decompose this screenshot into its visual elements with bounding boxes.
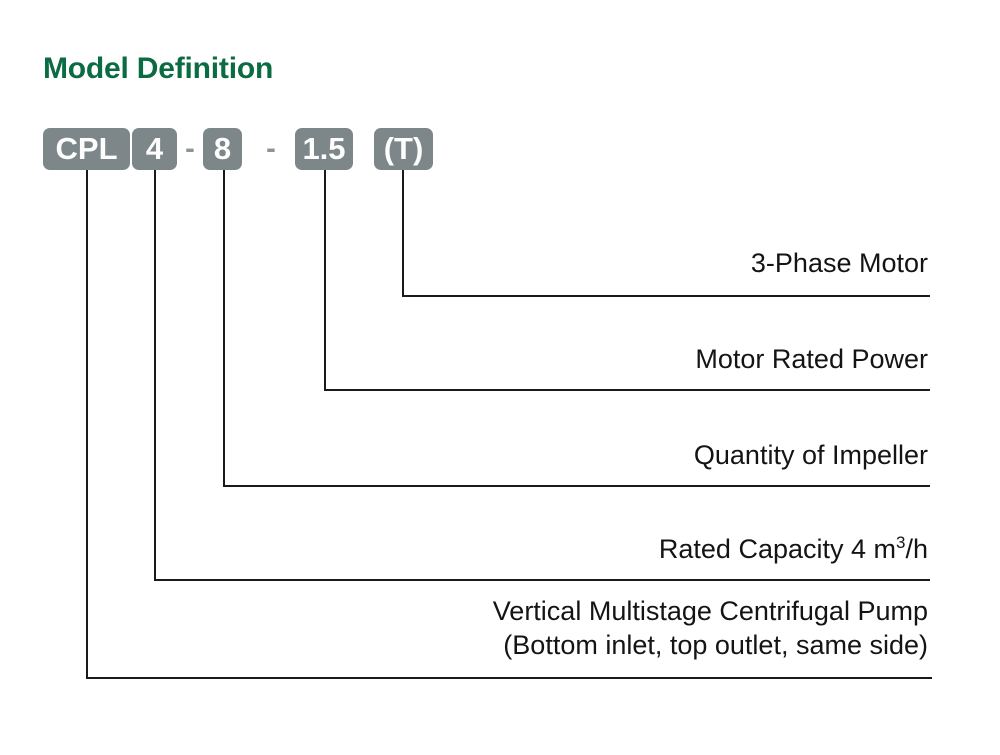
callout-label-pump-type: Vertical Multistage Centrifugal Pump (Bot… <box>493 594 928 662</box>
callout-text: Quantity of Impeller <box>693 440 928 470</box>
callout-text-line-1: Vertical Multistage Centrifugal Pump <box>492 596 928 626</box>
leader-line-rated-capacity <box>154 170 930 581</box>
cubic-superscript: 3 <box>896 533 906 552</box>
callout-text: 3-Phase Motor <box>750 248 928 278</box>
leader-line-phase-motor <box>402 170 930 297</box>
leader-line-motor-rated-power <box>324 170 930 391</box>
model-code-badge: 4 <box>132 128 177 170</box>
callout-label-rated-capacity: Rated Capacity 4 m3/h <box>659 532 928 566</box>
page-title: Model Definition <box>43 52 274 85</box>
model-code-badge: 1.5 <box>295 128 353 170</box>
leader-line-quantity-of-impeller <box>223 170 930 487</box>
model-code-badge: (T) <box>374 128 433 170</box>
callout-text: Motor Rated Power <box>695 344 928 374</box>
leader-line-pump-type <box>86 170 932 679</box>
callout-label-phase-motor: 3-Phase Motor <box>751 246 928 280</box>
model-code-badge: CPL <box>43 128 130 170</box>
callout-text-suffix: /h <box>905 534 928 564</box>
model-code-separator: - <box>185 133 195 165</box>
model-code-badge: 8 <box>203 128 242 170</box>
callout-label-motor-rated-power: Motor Rated Power <box>695 342 928 376</box>
callout-text-line-2: (Bottom inlet, top outlet, same side) <box>503 630 928 660</box>
callout-label-quantity-of-impeller: Quantity of Impeller <box>694 438 928 472</box>
callout-text-prefix: Rated Capacity 4 m <box>658 534 896 564</box>
model-code-separator: - <box>266 133 276 165</box>
